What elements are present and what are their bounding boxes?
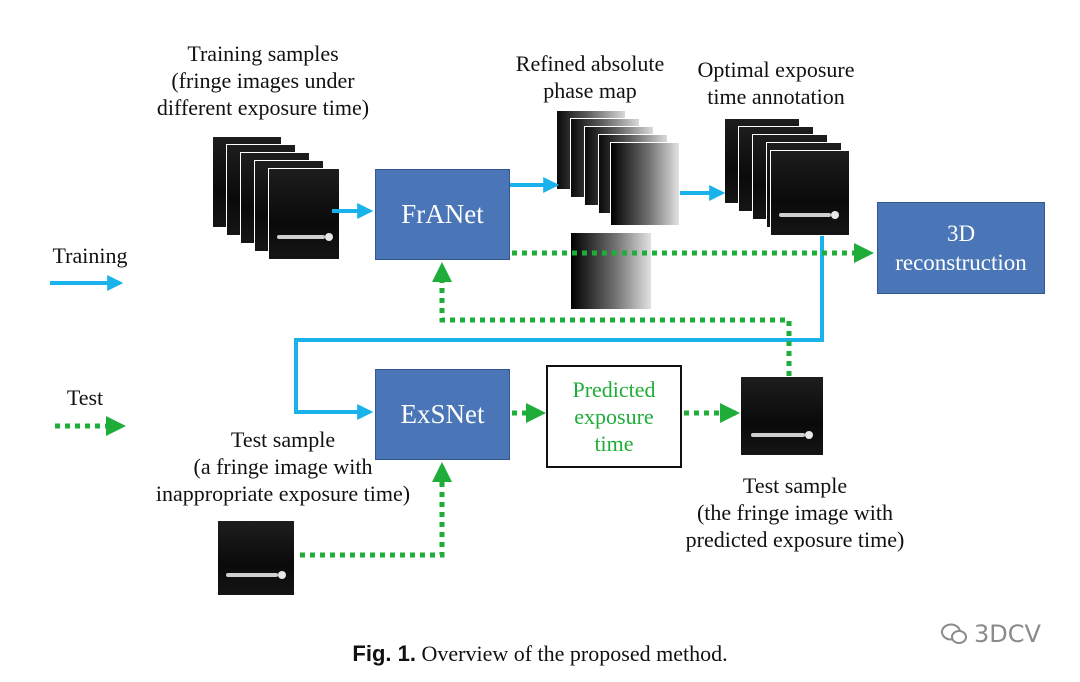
predicted-exposure-box: Predicted exposure time bbox=[546, 365, 682, 468]
refined-phase-map-label: Refined absolute phase map bbox=[515, 51, 665, 103]
test-legend-label: Test bbox=[66, 385, 104, 410]
fringe-image bbox=[770, 150, 850, 236]
training-samples-image-stack bbox=[212, 136, 342, 266]
arrow-input-to-exsnet bbox=[300, 462, 452, 558]
arrow-annotation-to-exsnet bbox=[294, 236, 824, 420]
optimal-exposure-image-stack bbox=[724, 118, 854, 238]
reconstruction-box: 3D reconstruction bbox=[877, 202, 1045, 294]
test-sample-output-image bbox=[740, 376, 824, 456]
training-samples-label: Training samples (fringe images under di… bbox=[156, 41, 370, 120]
exsnet-box: ExSNet bbox=[375, 369, 510, 460]
franet-box: FrANet bbox=[375, 169, 510, 260]
arrow-output-to-franet bbox=[432, 262, 792, 376]
phase-map-image-stack bbox=[556, 110, 680, 230]
optimal-exposure-label: Optimal exposure time annotation bbox=[697, 57, 855, 109]
test-sample-input-label: Test sample (a fringe image with inappro… bbox=[155, 427, 411, 506]
test-sample-output-label: Test sample (the fringe image with predi… bbox=[685, 473, 905, 552]
chat-bubble-icon bbox=[941, 623, 967, 644]
figure-caption: Fig. 1. Overview of the proposed method. bbox=[352, 641, 728, 666]
phase-map-image bbox=[610, 142, 680, 226]
fringe-image bbox=[268, 168, 340, 260]
test-sample-input-image bbox=[217, 520, 295, 596]
watermark: 3DCV bbox=[940, 620, 1041, 648]
training-legend-label: Training bbox=[52, 243, 128, 268]
phase-map-single-image bbox=[570, 232, 652, 310]
